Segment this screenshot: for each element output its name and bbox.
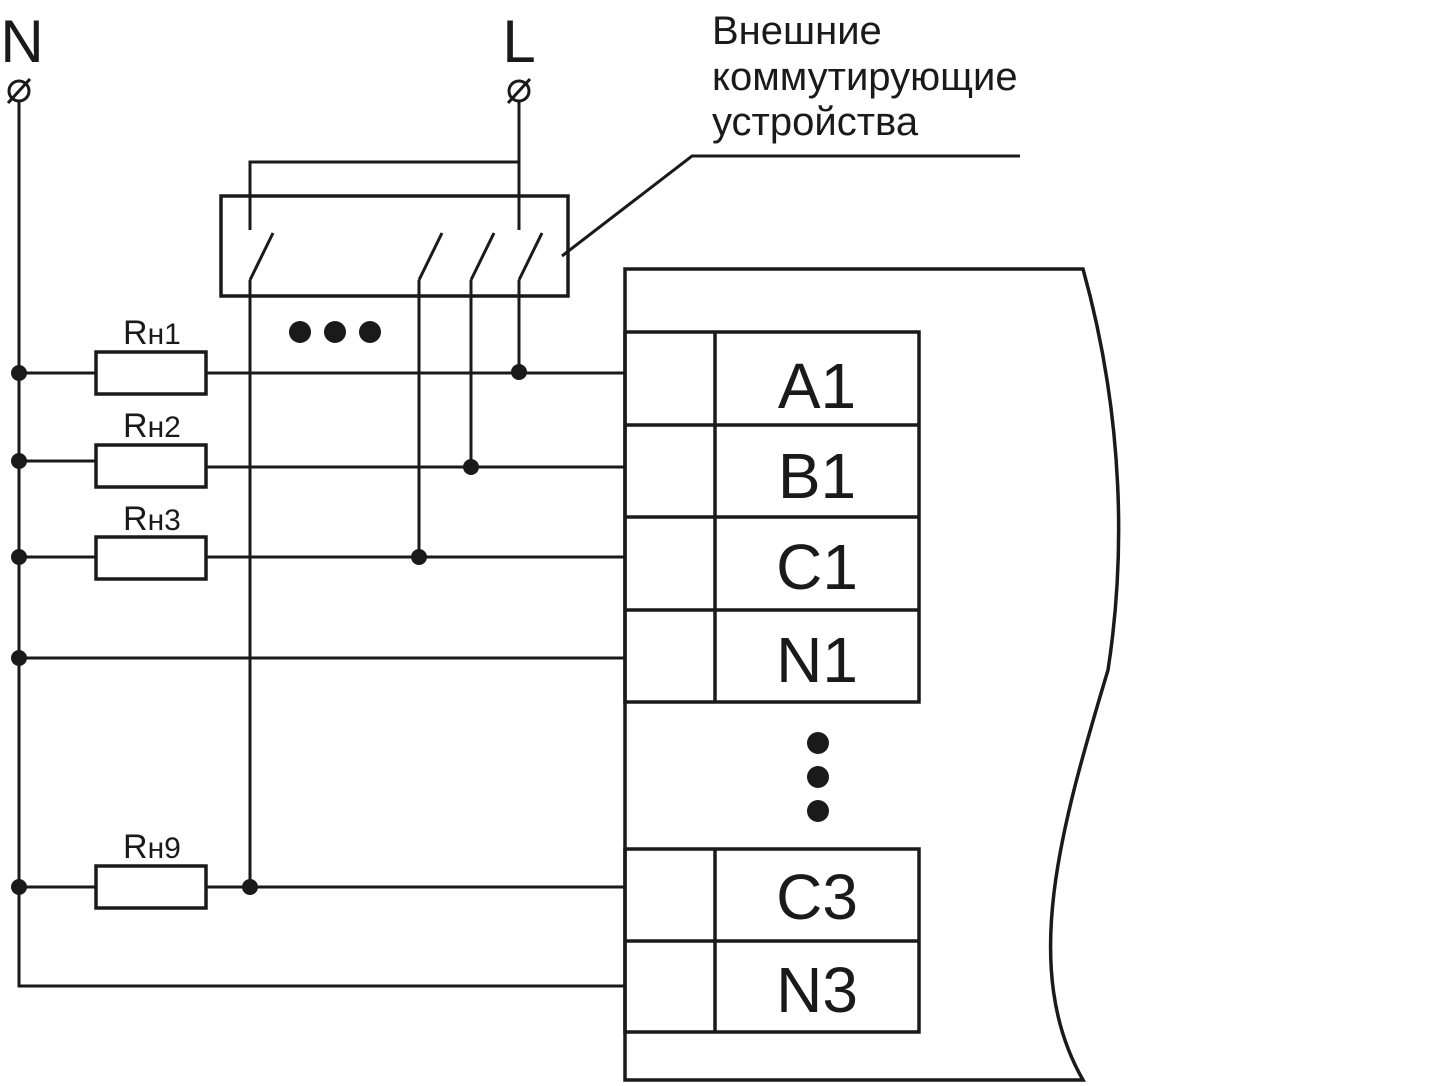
- load-row-9: Rн9: [11, 828, 625, 910]
- terminal-block-upper: [623, 330, 921, 704]
- resistor-label-rn1: Rн1: [123, 314, 181, 352]
- terminal-a1: A1: [778, 350, 856, 422]
- n-terminal-symbol: [6, 77, 32, 105]
- terminal-c1: C1: [776, 531, 858, 603]
- load-row-1: Rн1: [11, 314, 625, 396]
- bus-label-n: N: [0, 8, 43, 75]
- l-terminal-symbol: [506, 77, 532, 105]
- resistor-label-rn9: Rн9: [123, 828, 181, 866]
- resistor-label-rn3: Rн3: [123, 500, 181, 538]
- vertical-ellipsis: [807, 732, 829, 822]
- load-row-3: Rн3: [11, 500, 625, 581]
- terminal-block-lower: [623, 847, 921, 1034]
- resistor-rn2: [94, 443, 208, 489]
- terminal-n3: N3: [776, 954, 858, 1026]
- neutral-n1-row: [11, 650, 625, 666]
- terminal-c3: C3: [776, 861, 858, 933]
- annotation-text: Внешние коммутирующие устройства: [712, 9, 1029, 144]
- ellipsis-dots: [289, 321, 381, 343]
- switch-output-wires: [248, 280, 521, 887]
- terminal-n1: N1: [776, 624, 858, 696]
- switch-contacts: [248, 232, 544, 281]
- resistor-rn9: [94, 864, 208, 910]
- line-feed-wire: [248, 101, 521, 230]
- terminal-b1: B1: [778, 440, 856, 512]
- resistor-rn3: [94, 535, 208, 581]
- resistor-rn1: [94, 350, 208, 396]
- switch-block: [219, 194, 570, 298]
- resistor-label-rn2: Rн2: [123, 407, 181, 445]
- annotation-leader: [561, 154, 1020, 258]
- load-row-2: Rн2: [11, 407, 625, 489]
- neutral-bus-wire: [17, 101, 625, 988]
- bus-label-l: L: [502, 8, 535, 75]
- device-housing: [623, 267, 1121, 1082]
